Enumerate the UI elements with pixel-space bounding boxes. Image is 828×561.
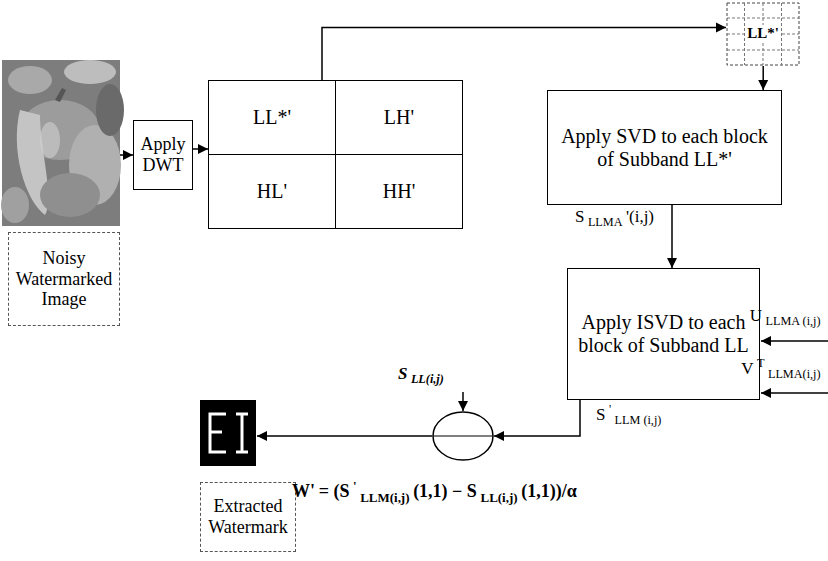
superscript: ' [609,402,611,416]
block-image: LL*' [726,2,800,66]
subband-cell: LL*' [208,80,336,155]
connector-arrow [322,28,726,80]
label-text: = (S [319,481,350,501]
flow-arrow [257,435,432,437]
subscript: LLMA(i,j) [768,367,821,381]
caption-box: Extracted Watermark [200,482,296,552]
node-text: HL' [257,180,287,203]
signal-label: S LL(i,j) [398,364,447,387]
noisy-image [1,60,124,226]
label-text: S [596,405,605,424]
label-text: V [741,359,753,378]
signal-label: S LLMA '(i,j) [575,207,657,230]
node-text: Apply SVD to each block of Subband LL*' [552,125,777,171]
subtract-circle [433,412,493,460]
connector-arrow [671,205,673,268]
process-box: Apply DWT [133,120,193,190]
node-text: Extracted Watermark [205,496,291,537]
watermark-image [200,400,256,466]
subscript: LL(i,j) [411,372,444,386]
process-box: Apply SVD to each block of Subband LL*' [547,90,782,205]
signal-label: S ' LLM (i,j) [596,402,665,428]
label-text: (1,1))/α [521,481,577,501]
subband-cell: LH' [335,80,463,155]
input-arrow [761,340,828,342]
node-text: LH' [384,106,414,129]
flow-arrow [494,400,580,436]
node-text: Noisy Watermarked Image [13,248,115,310]
subscript: LLM (i,j) [615,413,662,427]
connector-arrow [193,148,208,150]
subscript: LLM(i,j) [360,490,409,505]
superscript: ' [353,478,357,493]
label-text: '(i,j) [626,207,654,226]
label-text: W' [292,481,315,501]
node-text: Apply ISVD to each block of Subband LL [572,311,755,357]
node-text: LL*' [253,106,291,129]
label-text: U [750,306,762,325]
formula: W' = (S ' LLM(i,j) (1,1) − S LL(i,j) (1,… [292,478,580,505]
input-arrow [761,392,828,394]
subband-cell: HL' [208,154,336,229]
subscript: LL(i,j) [481,490,518,505]
input-arrow [462,392,464,411]
label-text: (1,1) − S [413,481,477,501]
label-text: S [575,207,584,226]
caption-box: Noisy Watermarked Image [8,232,120,326]
node-text: LL*' [745,25,781,42]
subscript: LLMA (i,j) [766,314,821,328]
label-text: S [398,364,407,383]
node-text: Apply DWT [138,134,188,175]
node-text: HH' [383,180,416,203]
signal-label: U LLMA (i,j) [750,306,824,329]
signal-label: V T LLMA(i,j) [741,356,824,382]
flow-arrow [120,154,133,156]
superscript: T [757,356,764,370]
subscript: LLMA [588,215,623,229]
process-box: Apply ISVD to each block of Subband LL [567,268,760,400]
connector-arrow [762,66,764,90]
subband-cell: HH' [335,154,463,229]
